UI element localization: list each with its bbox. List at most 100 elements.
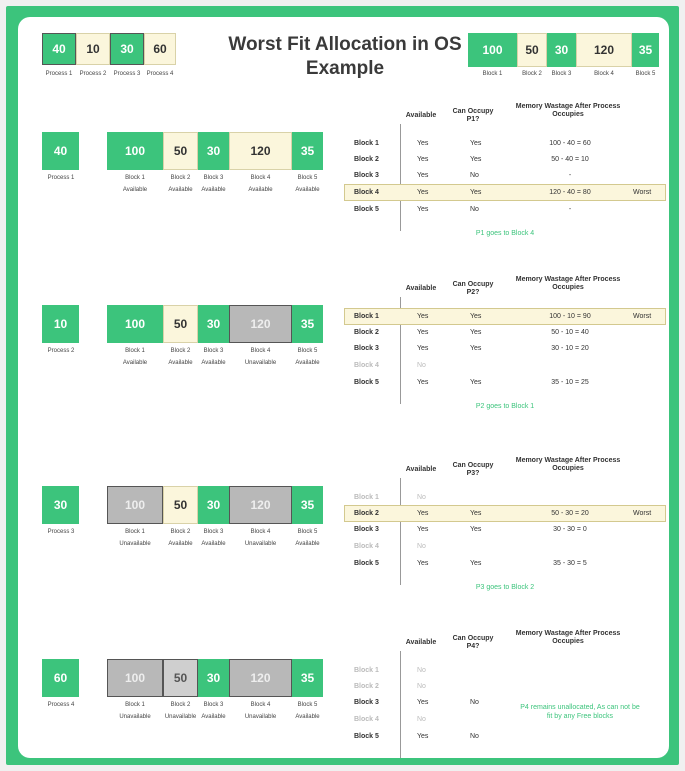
top-block-box: 35	[632, 33, 659, 67]
table-row-block: Block 1	[354, 494, 379, 501]
table-row-block: Block 5	[354, 206, 379, 213]
table-row-block: Block 2	[354, 510, 379, 517]
table-row-available: Yes	[417, 699, 429, 706]
process-box: 60	[42, 659, 79, 697]
table-row-available: No	[417, 543, 426, 550]
table-row-block: Block 1	[354, 667, 379, 674]
table-row-memory-wastage: 30 - 30 = 0	[553, 526, 587, 533]
table-row-memory-wastage: 120 - 40 = 80	[549, 189, 591, 196]
table-row-can-occupy: Yes	[470, 329, 482, 336]
table-row-available: No	[417, 362, 426, 369]
memory-block: 30	[198, 132, 229, 170]
memory-block-status: Unavailable	[119, 714, 151, 720]
table-row-block: Block 3	[354, 699, 379, 706]
table-row-can-occupy: Yes	[470, 313, 482, 320]
top-block-box: 120	[576, 33, 632, 67]
table-row-block: Block 1	[354, 313, 379, 320]
memory-block-status: Unavailable	[164, 714, 197, 720]
process-label: Process 2	[47, 348, 75, 354]
table-divider	[400, 651, 401, 758]
header-available: Available	[405, 466, 437, 473]
table-row-memory-wastage: 50 - 10 = 40	[551, 329, 589, 336]
page-title: Worst Fit Allocation in OS Example	[228, 34, 462, 79]
header-memory-wastage: Memory Wastage After Process Occupies	[515, 103, 621, 118]
table-row-memory-wastage: 100 - 10 = 90	[549, 313, 591, 320]
top-block-label: Block 2	[522, 71, 542, 77]
header-memory-wastage: Memory Wastage After Process Occupies	[515, 276, 621, 291]
memory-block: 120	[229, 132, 292, 170]
memory-block-status: Available	[295, 360, 320, 366]
header-available: Available	[405, 639, 437, 646]
memory-block: 30	[198, 659, 229, 697]
top-block-box: 30	[547, 33, 576, 67]
table-row-can-occupy: Yes	[470, 510, 482, 517]
top-process-label: Process 2	[79, 71, 107, 77]
memory-block-status: Available	[201, 187, 226, 193]
header-can-occupy: Can Occupy P4?	[452, 635, 494, 650]
table-row-block: Block 3	[354, 526, 379, 533]
table-row-available: Yes	[417, 206, 429, 213]
table-row-available: No	[417, 683, 426, 690]
memory-block: 35	[292, 305, 323, 343]
memory-block-status: Available	[168, 360, 193, 366]
memory-block-label: Block 3	[203, 702, 224, 708]
memory-block-status: Available	[295, 187, 320, 193]
memory-block-status: Unavailable	[119, 541, 151, 547]
top-block-box: 100	[468, 33, 517, 67]
table-row-available: No	[417, 494, 426, 501]
table-row-available: Yes	[417, 510, 429, 517]
table-row-available: Yes	[417, 526, 429, 533]
table-row-available: Yes	[417, 313, 429, 320]
table-row-can-occupy: Yes	[470, 189, 482, 196]
table-row-available: Yes	[417, 189, 429, 196]
table-row-can-occupy: No	[470, 206, 479, 213]
memory-block: 35	[292, 486, 323, 524]
memory-block: 30	[198, 486, 229, 524]
top-block-label: Block 3	[551, 71, 572, 77]
table-divider	[400, 478, 401, 585]
table-row-block: Block 3	[354, 345, 379, 352]
table-row-memory-wastage: 30 - 10 = 20	[551, 345, 589, 352]
top-process-label: Process 4	[146, 71, 174, 77]
header-available: Available	[405, 285, 437, 292]
memory-block: 50	[163, 659, 198, 697]
memory-block-label: Block 1	[125, 175, 145, 181]
table-row-block: Block 4	[354, 189, 379, 196]
memory-block-label: Block 5	[297, 175, 318, 181]
memory-block-label: Block 5	[297, 348, 318, 354]
memory-block-label: Block 3	[203, 529, 224, 535]
table-row-block: Block 2	[354, 156, 379, 163]
memory-block: 120	[229, 486, 292, 524]
result-note: P4 remains unallocated, As can not be fi…	[520, 704, 640, 720]
table-row-can-occupy: Yes	[470, 526, 482, 533]
table-row-available: Yes	[417, 329, 429, 336]
table-row-block: Block 5	[354, 733, 379, 740]
table-row-block: Block 5	[354, 560, 379, 567]
worst-row-highlight	[344, 308, 666, 325]
memory-block: 30	[198, 305, 229, 343]
memory-block-status: Available	[122, 187, 148, 193]
memory-block: 100	[107, 659, 163, 697]
table-row-can-occupy: Yes	[470, 560, 482, 567]
memory-block-label: Block 2	[170, 529, 191, 535]
memory-block-label: Block 4	[250, 702, 271, 708]
table-row-memory-wastage: -	[568, 172, 572, 179]
process-box: 30	[42, 486, 79, 524]
table-row-block: Block 5	[354, 379, 379, 386]
table-row-block: Block 2	[354, 683, 379, 690]
table-row-can-occupy: Yes	[470, 156, 482, 163]
top-process-box: 60	[144, 33, 176, 65]
memory-block-status: Available	[248, 187, 273, 193]
process-label: Process 3	[47, 529, 75, 535]
worst-label: Worst	[633, 510, 652, 517]
table-row-block: Block 1	[354, 140, 379, 147]
top-process-box: 30	[110, 33, 144, 65]
memory-block-label: Block 2	[170, 175, 191, 181]
process-label: Process 4	[47, 702, 75, 708]
top-block-box: 50	[517, 33, 547, 67]
table-row-memory-wastage: 100 - 40 = 60	[549, 140, 591, 147]
memory-block-status: Available	[295, 714, 320, 720]
result-note: P2 goes to Block 1	[475, 403, 535, 410]
table-row-memory-wastage: 50 - 40 = 10	[551, 156, 589, 163]
table-row-available: Yes	[417, 345, 429, 352]
